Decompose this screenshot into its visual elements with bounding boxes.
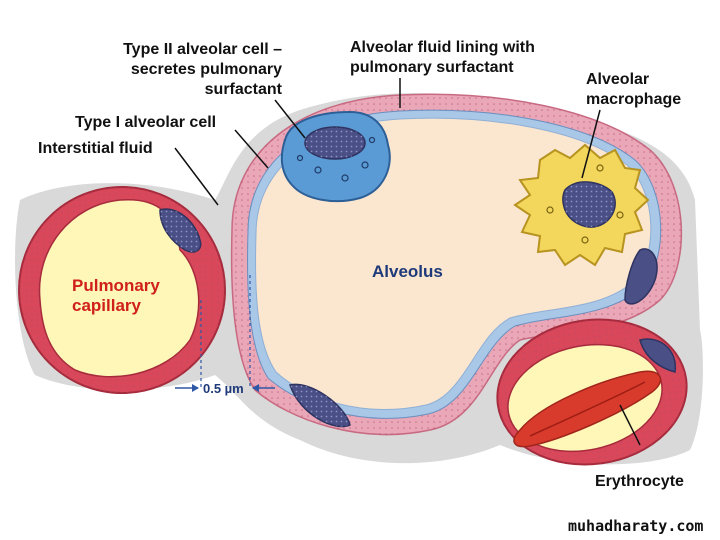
right-capillary: [496, 318, 688, 466]
watermark: muhadharaty.com: [568, 517, 704, 535]
leader-erythrocyte: [619, 404, 641, 446]
macrophage-granule: [596, 164, 604, 172]
label-macrophage-line2: macrophage: [586, 91, 682, 108]
label-macrophage: Alveolar macrophage: [586, 70, 681, 110]
type-ii-granule: [296, 154, 304, 162]
left-capillary: [18, 186, 226, 394]
type-ii-granule: [341, 174, 349, 182]
leader-interstitial: [174, 147, 219, 206]
macrophage-granule: [616, 211, 624, 219]
erythrocyte-cell: [513, 370, 662, 448]
type-ii-nucleus-texture: [305, 127, 365, 159]
macrophage-granule: [546, 206, 554, 214]
label-type-ii-cell: Type II alveolar cell – secretes pulmona…: [60, 40, 282, 100]
erythrocyte-highlight: [529, 381, 646, 437]
leader-type-i: [234, 129, 269, 169]
alveolar-macrophage: [513, 143, 650, 267]
label-pulmonary-capillary: Pulmonary capillary: [72, 276, 160, 316]
label-capillary-line2: capillary: [72, 296, 141, 315]
label-type-ii-line3: surfactant: [204, 81, 282, 98]
label-fluid-lining: Alveolar fluid lining with pulmonary sur…: [350, 38, 535, 78]
leader-lines: [174, 78, 641, 446]
wall-nucleus-right: [624, 248, 658, 305]
macrophage-nucleus-texture: [562, 181, 616, 228]
wall-nucleus-bottom-texture: [290, 384, 350, 427]
type-ii-granule: [314, 166, 322, 174]
leader-macrophage: [581, 109, 601, 179]
label-type-ii-line2: secretes pulmonary: [130, 61, 282, 78]
measure-arrowhead-right: [252, 384, 259, 392]
leader-type-ii: [274, 99, 306, 139]
label-type-i-cell: Type I alveolar cell: [75, 114, 217, 131]
label-capillary-line1: Pulmonary: [72, 276, 160, 295]
label-fluid-line1: Alveolar fluid lining with: [350, 39, 535, 56]
label-macrophage-line1: Alveolar: [586, 71, 650, 88]
type-ii-granule: [361, 161, 369, 169]
left-capillary-lumen: [38, 198, 200, 378]
type-ii-alveolar-cell: [280, 110, 391, 203]
type-ii-granule: [368, 136, 376, 144]
label-erythrocyte: Erythrocyte: [595, 473, 684, 490]
macrophage-granule: [581, 236, 589, 244]
label-fluid-line2: pulmonary surfactant: [350, 59, 514, 76]
label-distance: 0.5 µm: [203, 381, 244, 396]
label-type-ii-line1: Type II alveolar cell –: [123, 41, 282, 58]
left-capillary-nucleus-texture: [160, 209, 201, 252]
label-interstitial-fluid: Interstitial fluid: [38, 140, 153, 157]
measurement-marker: [175, 275, 275, 392]
right-capillary-nucleus: [639, 338, 676, 373]
measure-arrowhead-left: [192, 384, 199, 392]
label-alveolus: Alveolus: [372, 262, 443, 281]
